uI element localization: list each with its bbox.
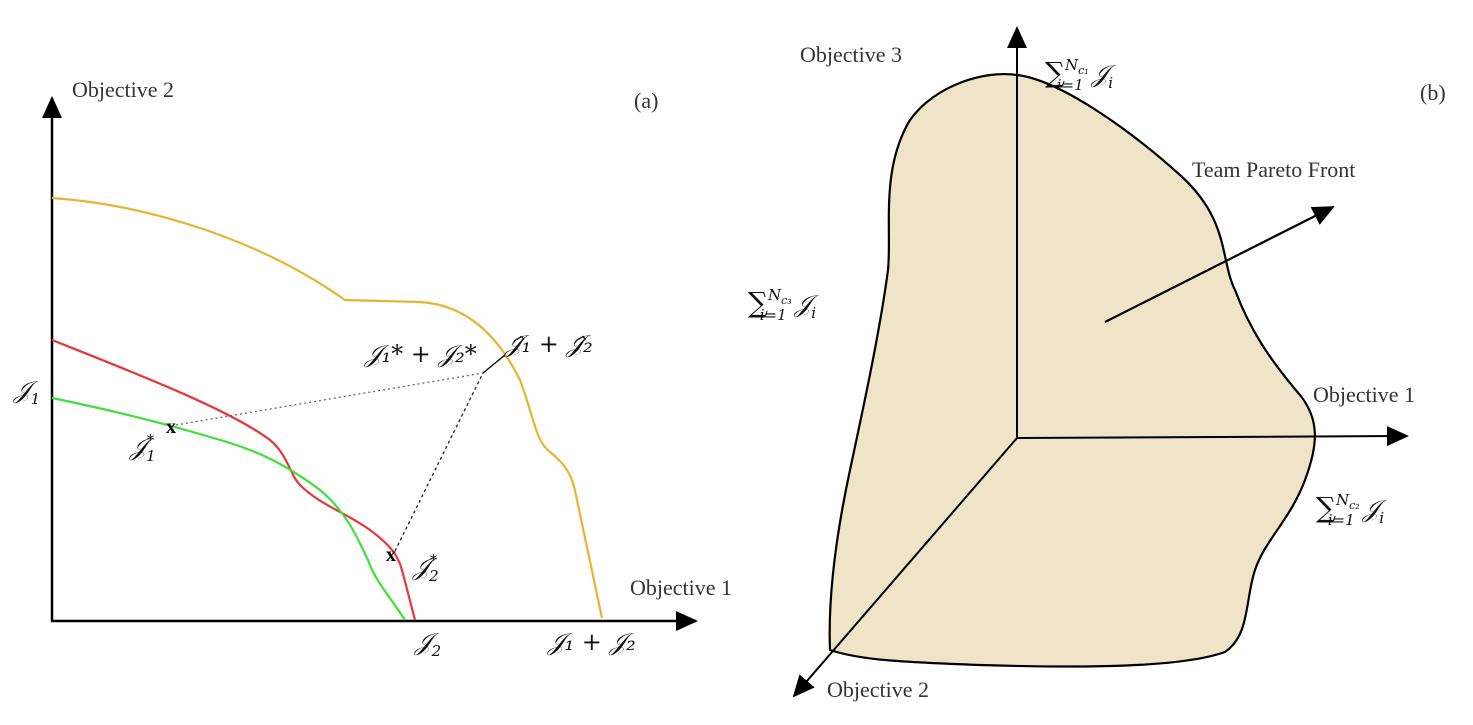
connector-line — [482, 354, 506, 374]
label-j2-star: 𝒥*2 — [412, 551, 439, 585]
panel-a: x x Objective 2 Objective 1 (a) 𝒥1 𝒥*1 𝒥… — [13, 77, 732, 660]
front-normal-arrow — [1104, 206, 1335, 323]
team-pareto-surface — [828, 73, 1316, 668]
axis-1 — [1016, 426, 1409, 447]
x-axis-label: Objective 1 — [630, 575, 732, 600]
label-j1-star: 𝒥*1 — [129, 431, 156, 465]
marker-j1-star: x — [166, 416, 176, 438]
dashed-line — [394, 372, 484, 552]
axis-2 — [792, 437, 1018, 698]
axis-3-label: Objective 3 — [800, 42, 902, 67]
marker-j2-star: x — [386, 544, 396, 566]
agent-1-pareto-curve — [51, 338, 417, 621]
label-j1-plus-j2: 𝒥₁ + 𝒥₂ — [547, 628, 636, 656]
label-sum-star: 𝒥₁* + 𝒥₂* — [364, 340, 477, 368]
label-sum-hat: 𝒥̂₁ + 𝒥̂₂ — [504, 330, 593, 358]
label-j1: 𝒥1 — [13, 376, 40, 408]
front-label: Team Pareto Front — [1192, 157, 1355, 182]
y-axis-label: Objective 2 — [72, 77, 174, 102]
panel-tag-b: (b) — [1420, 80, 1446, 105]
axis-2-label: Objective 2 — [827, 677, 929, 702]
agent-2-pareto-curve — [51, 396, 406, 621]
panel-b: Objective 3 Objective 1 Objective 2 Team… — [748, 26, 1446, 702]
panel-tag-a: (a) — [634, 88, 658, 113]
dotted-line — [175, 372, 484, 426]
team-pareto-curve — [51, 196, 604, 619]
label-j2: 𝒥2 — [414, 628, 441, 660]
axis-1-label: Objective 1 — [1313, 382, 1415, 407]
